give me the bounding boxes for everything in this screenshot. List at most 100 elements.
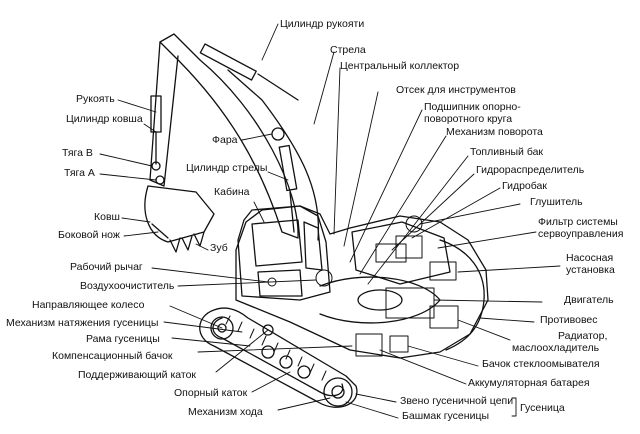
bucket <box>144 185 215 253</box>
label-dvigatel: Двигатель <box>564 294 614 306</box>
bucket-outline <box>144 185 215 243</box>
label-tyaga-a: Тяга A <box>64 167 95 179</box>
label-rama-gusenicy: Рама гусеницы <box>86 333 160 345</box>
leader-mekhanizm-natyazheniya <box>163 321 243 333</box>
leader-mekhanizm-povorota <box>359 135 447 275</box>
label-kabina: Кабина <box>214 186 250 198</box>
track-shoes <box>225 315 327 381</box>
leader-vozdukhoochistitel <box>177 279 317 287</box>
leader-nasosnaya <box>457 265 561 273</box>
leader-podderzhivayushchii <box>215 329 269 373</box>
swing-bearing <box>319 276 441 324</box>
label-mekhanizm-khoda: Механизм хода <box>188 406 263 418</box>
label-zveno: Звено гусеничной цепи <box>400 395 514 407</box>
label-mekhanizm-natyazheniya: Механизм натяжения гусеницы <box>6 317 159 329</box>
leader-strela <box>313 51 335 125</box>
cab-outline <box>237 205 331 301</box>
leader-rama <box>171 337 251 347</box>
label-akkumulyator: Аккумуляторная батарея <box>468 377 590 389</box>
gusenica-bracket <box>511 397 517 417</box>
label-rabochii-rychag: Рабочий рычаг <box>70 261 143 273</box>
cab <box>237 205 331 301</box>
leader-tyaga-a <box>99 173 157 181</box>
upper-structure-outline <box>235 205 489 359</box>
idler-hub <box>217 323 227 333</box>
leader-bokovoi-nozh <box>123 231 159 237</box>
arm-cylinder-body <box>199 43 257 81</box>
carrier-roller <box>262 324 274 336</box>
arm-cylinder-rod <box>257 73 299 101</box>
leader-protivoves <box>479 317 535 323</box>
label-gusenica: Гусеница <box>520 402 565 414</box>
label-opornyi: Опорный каток <box>174 387 248 399</box>
control-valve-body <box>375 243 407 263</box>
leader-filtr <box>437 231 537 249</box>
label-cilindr-rukoyati: Цилиндр рукояти <box>280 18 365 30</box>
bucket-teeth <box>169 231 205 253</box>
leader-tyaga-b <box>99 153 153 167</box>
label-otsek: Отсек для инструментов <box>396 84 516 96</box>
battery-body <box>355 333 383 357</box>
label-gidrobak: Гидробак <box>502 180 547 192</box>
leader-kabina <box>253 201 265 223</box>
leader-gidrobak <box>411 187 501 239</box>
boom-and-arm <box>149 33 320 241</box>
leader-bachok <box>407 345 479 367</box>
cab-door <box>257 269 303 297</box>
leader-cilindr-rukoyati <box>261 23 279 61</box>
label-napravlyayushchee: Направляющее колесо <box>32 299 145 311</box>
counterweight <box>439 239 485 351</box>
label-toplivnyi-bak: Топливный бак <box>470 146 544 158</box>
label-radiator-2: маслоохладитель <box>512 342 600 354</box>
leader-rukoyat <box>117 99 157 113</box>
label-fara: Фара <box>212 134 238 146</box>
track-inner-edge <box>212 317 344 397</box>
label-filtr-2: сервоуправления <box>538 228 624 240</box>
label-kompensacionnyi: Компенсационный бачок <box>52 350 173 362</box>
boom-cylinder-rod <box>289 191 295 233</box>
leader-opornyi <box>251 371 291 393</box>
leader-zveno <box>355 393 397 403</box>
leader-otsek <box>343 91 379 247</box>
label-protivoves: Противовес <box>540 314 598 326</box>
label-podderzhivayushchii: Поддерживающий каток <box>78 369 196 381</box>
boom-light <box>271 127 285 141</box>
engine-block <box>385 287 435 319</box>
label-nasosnaya-1: Насосная <box>566 252 614 264</box>
radiator-body <box>429 305 459 329</box>
leader-toplivnyi-bak <box>367 155 469 285</box>
drive-sprocket <box>323 377 353 407</box>
label-filtr-1: Фильтр системы <box>538 216 618 228</box>
label-vozdukhoochistitel: Воздухоочиститель <box>80 280 175 292</box>
swing-center <box>357 289 403 311</box>
cab-window-side <box>303 221 323 271</box>
label-bashmak: Башмак гусеницы <box>402 410 489 422</box>
leader-kovsh <box>121 217 151 223</box>
leader-centralnyi-kollektor <box>333 67 341 235</box>
leader-podshipnik <box>349 109 423 263</box>
label-bokovoi-nozh: Боковой нож <box>58 229 120 241</box>
boom-cylinder-body <box>278 144 298 192</box>
leader-cilindr-kovsha <box>143 123 157 133</box>
track-outline <box>199 307 358 408</box>
label-rukoyat: Рукоять <box>76 93 115 105</box>
arm <box>149 41 179 187</box>
leader-fara <box>241 133 273 141</box>
label-tyaga-b: Тяга B <box>62 147 93 159</box>
pump-unit-body <box>429 261 457 281</box>
leader-mekhanizm-khoda <box>277 397 331 411</box>
label-bachok: Бачок стеклоомывателя <box>482 358 600 370</box>
washer-tank-body <box>389 335 409 353</box>
leader-lines <box>99 23 561 419</box>
boom-back <box>227 69 320 241</box>
air-cleaner-body <box>315 269 333 287</box>
bucket-side-cutter <box>151 223 169 239</box>
label-kovsh: Ковш <box>94 211 120 223</box>
label-strela: Стрела <box>330 44 366 56</box>
hydraulic-tank-body <box>395 235 423 259</box>
label-cilindr-kovsha: Цилиндр ковша <box>66 113 143 125</box>
engine-cover <box>351 221 451 285</box>
leader-cilindr-strely <box>267 171 289 181</box>
